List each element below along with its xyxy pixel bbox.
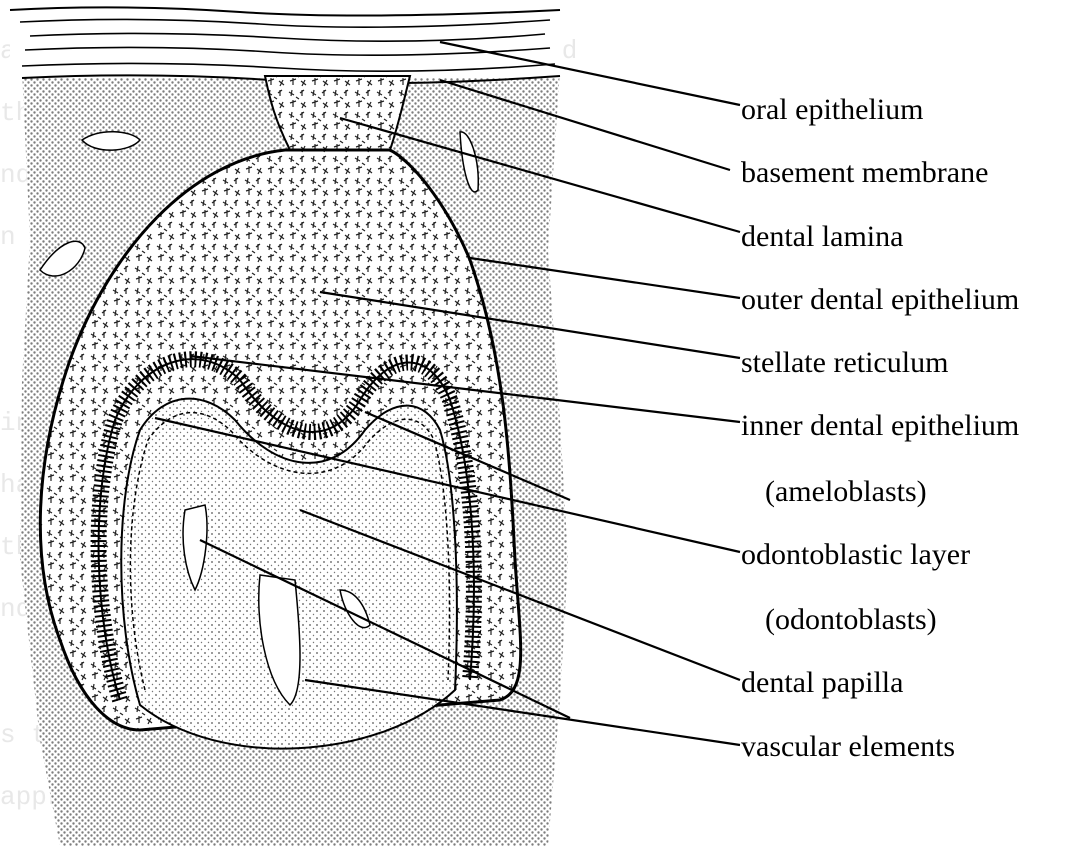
label-dental-lamina: dental lamina: [741, 222, 903, 252]
label-inner-dental-epithelium: inner dental epithelium: [741, 411, 1019, 441]
label-vascular-elements: vascular elements: [741, 732, 955, 762]
oral-epithelium-band: [10, 0, 560, 83]
label-ameloblasts: (ameloblasts): [765, 477, 927, 507]
label-oral-epithelium: oral epithelium: [741, 95, 923, 125]
label-outer-dental-epithelium: outer dental epithelium: [741, 285, 1019, 315]
label-dental-papilla: dental papilla: [741, 668, 903, 698]
label-odontoblastic-layer: odontoblastic layer: [741, 540, 970, 570]
dental-lamina-stalk: [265, 76, 410, 150]
label-odontoblasts: (odontoblasts): [765, 605, 937, 635]
label-stellate-reticulum: stellate reticulum: [741, 348, 948, 378]
label-basement-membrane: basement membrane: [741, 158, 988, 188]
